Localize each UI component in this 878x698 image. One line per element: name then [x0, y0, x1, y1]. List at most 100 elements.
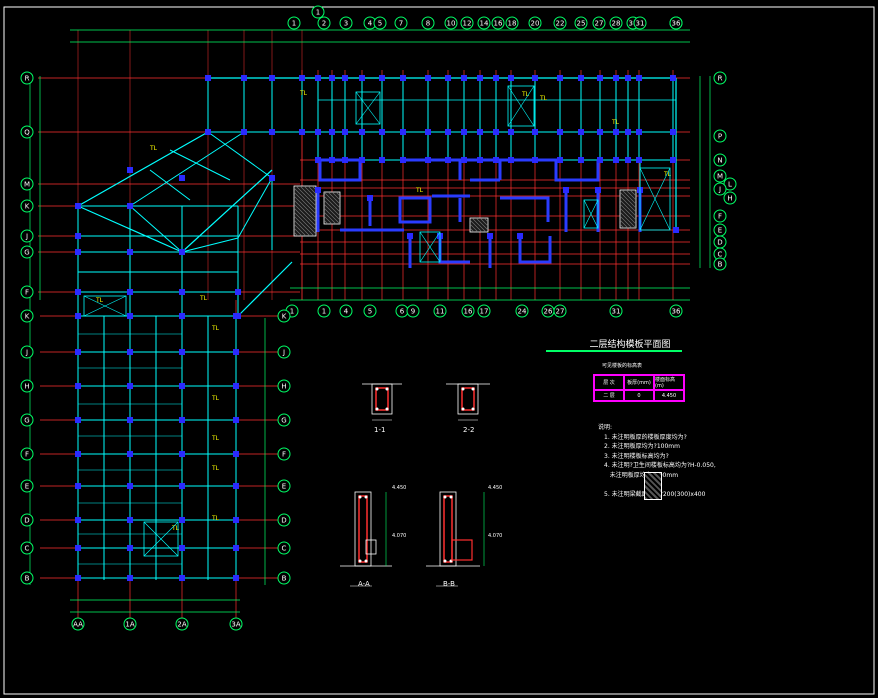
axis-top-1-bubble	[317, 16, 331, 30]
elevation-mid-aa: 4.070	[392, 533, 407, 539]
elevation-top-bb: 4.450	[488, 485, 503, 491]
stair-hatch-core-hatch--24	[323, 215, 333, 225]
axis-bottom-11-bubble	[553, 304, 567, 318]
column-114	[233, 383, 239, 389]
column-52	[625, 129, 631, 135]
axis-bottom-9-label: 24	[518, 308, 527, 316]
column-5	[329, 157, 335, 163]
section-label-2-2: 2-2	[463, 426, 475, 434]
note-1: 1. 未注明板厚的楼板厚度均为?	[604, 433, 687, 441]
axis-bottom-12-bubble	[609, 304, 623, 318]
column-7	[342, 129, 348, 135]
column-31	[493, 129, 499, 135]
table-header-elevation: 楼面标高(m)	[654, 375, 684, 390]
column-88	[75, 417, 81, 423]
column-69	[127, 203, 133, 209]
axis-left-1-label: Q	[24, 129, 30, 137]
column-65	[241, 129, 247, 135]
axis-wingB-3-bubble	[229, 617, 243, 631]
axis-top-3-label: 4	[368, 20, 373, 28]
stair-hatch-left-hatch--34	[293, 219, 311, 237]
stair-hatch-left-hatch--38	[293, 223, 307, 237]
axis-right-4-label: L	[728, 181, 732, 189]
beam-diag-1	[77, 131, 209, 207]
axis-top-9-label: 14	[480, 20, 489, 28]
axis-wingL-5-bubble	[20, 479, 34, 493]
column-34	[508, 129, 514, 135]
axis-top-18-label: 31	[636, 20, 645, 28]
wall-14	[438, 236, 470, 264]
column-85	[75, 313, 81, 319]
column-107	[179, 451, 185, 457]
column-95	[127, 349, 133, 355]
column-54	[636, 75, 642, 81]
column-12	[379, 75, 385, 81]
axis-top-15-label: 27	[595, 20, 604, 28]
column-106	[179, 417, 185, 423]
axis-left-4-label: J	[25, 233, 28, 241]
column-76	[179, 289, 185, 295]
column-4	[329, 129, 335, 135]
axis-top-8-label: 12	[463, 20, 472, 28]
axis-top-13-label: 22	[556, 20, 565, 28]
axis-top-7-label: 10	[447, 20, 456, 28]
column-102	[127, 575, 133, 581]
beam-diag-7	[149, 169, 191, 201]
column-77	[235, 289, 241, 295]
axis-right-10-label: C	[718, 251, 723, 259]
axis-top-14-bubble	[574, 16, 588, 30]
section-b-b-outline	[439, 491, 457, 567]
axis-right-5-bubble	[713, 182, 727, 196]
stair-hatch-core-hatch--4	[323, 195, 341, 213]
stair-hatch-core-hatch-4	[327, 191, 341, 205]
axis-top-10-label: 16	[494, 20, 503, 28]
axis-top-5-label: 7	[399, 20, 403, 28]
axis-wingL-8-bubble	[20, 571, 34, 585]
opening-x2-4	[419, 231, 441, 263]
axis-wingR-8-bubble	[277, 571, 291, 585]
column-96	[127, 383, 133, 389]
axis-wingR-4-label: F	[282, 451, 286, 459]
wall-7	[398, 196, 432, 224]
column-3	[329, 75, 335, 81]
section-label-b-b: B-B	[443, 580, 455, 588]
stair-hatch-left-hatch--42	[293, 227, 303, 237]
axis-right-1-label: P	[718, 133, 722, 141]
axis-wingB-2-label: 2A	[177, 621, 186, 629]
column-103	[179, 313, 185, 319]
beam-diag-2	[129, 131, 245, 207]
axis-top-4-label: 5	[378, 20, 382, 28]
axis-top-17-label: 30	[629, 20, 638, 28]
axis-wingR-5-bubble	[277, 479, 291, 493]
column-6	[342, 75, 348, 81]
column-87	[75, 383, 81, 389]
section-1-1-rebar	[375, 387, 389, 411]
column-45	[597, 75, 603, 81]
table-header-level: 层 次	[594, 375, 624, 390]
axis-right-7-label: F	[718, 213, 722, 221]
stair-hatch-left-hatch--26	[293, 211, 317, 235]
column-16	[400, 129, 406, 135]
beam-tag-8: TL	[211, 395, 220, 402]
column-72	[127, 249, 133, 255]
section-2-2-bar-0	[461, 387, 465, 391]
stair-hatch-mid-hatch-14	[483, 217, 489, 223]
column-83	[179, 175, 185, 181]
drawing-title: 二层结构模板平面图	[589, 340, 671, 350]
axis-wingR-1-label: J	[282, 349, 285, 357]
wall-4	[554, 160, 600, 182]
column-41	[557, 157, 563, 163]
stair-hatch-left-hatch-6	[299, 185, 317, 203]
section-label-1-1: 1-1	[374, 426, 386, 434]
axis-wingB-2-bubble	[175, 617, 189, 631]
axis-right-0-bubble	[713, 71, 727, 85]
stair-hatch-right-hatch-6	[625, 189, 637, 201]
axis-wingL-6-bubble	[20, 513, 34, 527]
column-18	[425, 75, 431, 81]
axis-bottom-8-label: 17	[480, 308, 489, 316]
column-118	[233, 517, 239, 523]
axis-right-11-bubble	[713, 257, 727, 271]
axis-right-3-bubble	[713, 169, 727, 183]
column-98	[127, 451, 133, 457]
beam-diag-6	[207, 131, 273, 179]
